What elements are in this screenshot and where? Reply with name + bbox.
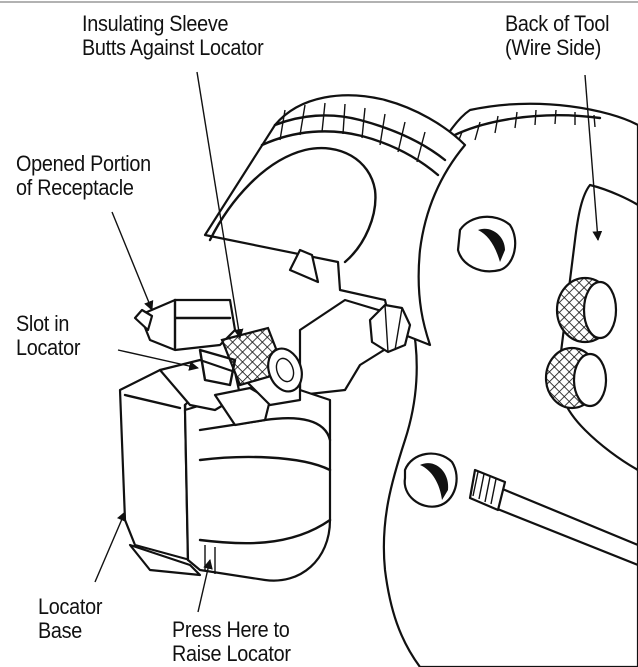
wire-end — [267, 347, 303, 393]
receptacle-body — [138, 298, 237, 352]
label-slot-in-locator: Slot in Locator — [16, 311, 81, 360]
jaw-housing — [203, 94, 467, 347]
leader-opened-portion — [111, 211, 154, 311]
press-slab — [183, 388, 332, 582]
leader-back-of-tool — [584, 74, 603, 241]
label-locator-base: Locator Base — [38, 594, 103, 643]
upper-boss — [456, 215, 517, 273]
knurled-knob-upper — [555, 276, 618, 344]
rod — [468, 468, 638, 567]
label-insulating-sleeve: Insulating Sleeve Butts Against Locator — [82, 11, 264, 60]
leader-slot — [117, 349, 199, 371]
back-plate-rim — [443, 114, 602, 142]
label-back-of-tool: Back of Tool (Wire Side) — [505, 11, 610, 60]
leader-insulating-sleeve — [196, 71, 244, 339]
leader-locator-base — [94, 511, 127, 583]
leader-press-here — [197, 559, 213, 613]
knurled-knob-lower — [544, 346, 608, 410]
lower-boss — [403, 452, 458, 508]
label-press-here: Press Here to Raise Locator — [172, 617, 291, 666]
label-opened-portion: Opened Portion of Receptacle — [16, 151, 151, 200]
